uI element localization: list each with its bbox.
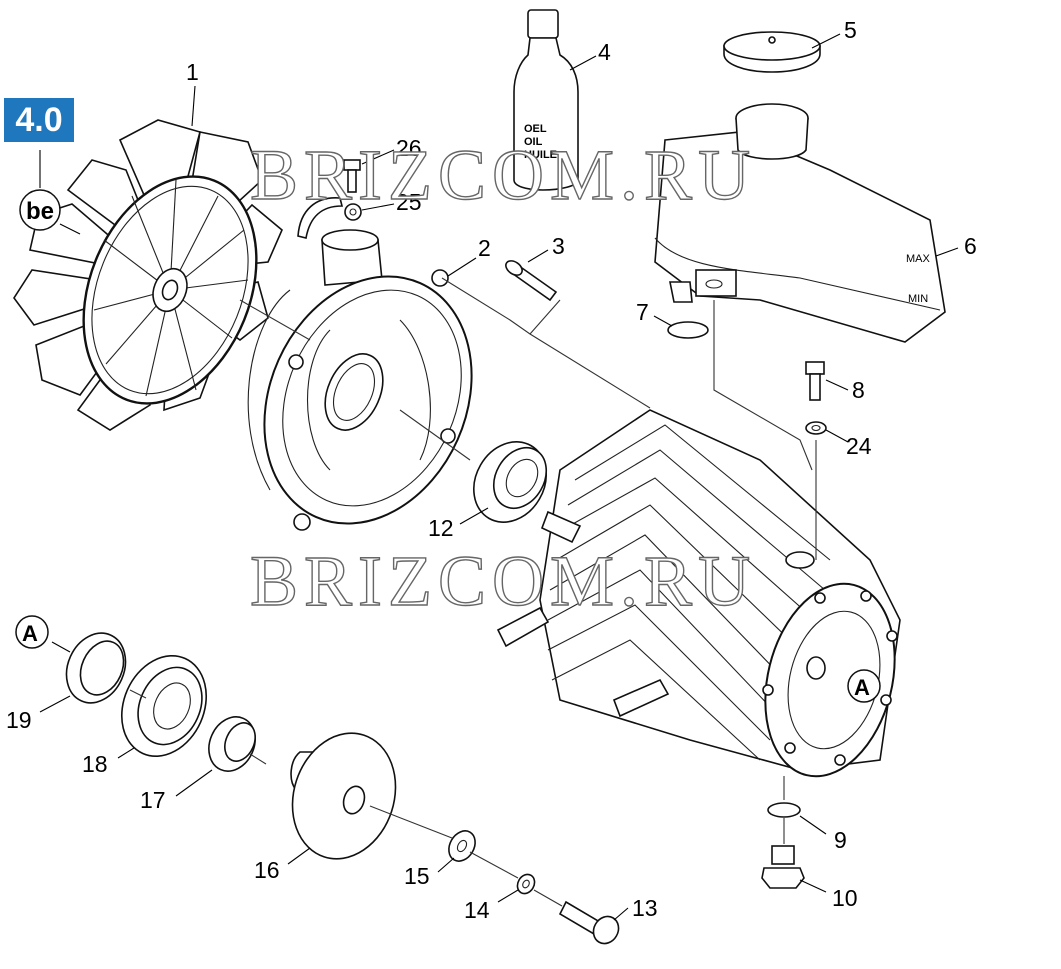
tank-max-mark: MAX [906,253,931,265]
part-labels: 1 2 3 4 5 6 7 8 9 10 12 13 14 15 16 17 1… [6,17,977,923]
label-part-8: 8 [852,377,865,403]
label-part-5: 5 [844,17,857,43]
label-part-2: 2 [478,235,491,261]
label-part-15: 15 [404,863,430,889]
bottle-label-line-1: OEL [524,123,547,135]
label-part-18: 18 [82,751,108,777]
ring-part-19 [65,632,127,704]
label-part-6: 6 [964,233,977,259]
bottle-label-line-2: OIL [524,136,543,148]
motor-flange-part-2 [247,229,473,531]
o-ring-part-7 [667,321,709,339]
label-part-17: 17 [140,787,166,813]
hose-and-screw-parts-25-26 [297,159,362,239]
label-part-24: 24 [846,433,872,459]
fan-part-1 [13,119,283,431]
label-part-25: 25 [396,189,422,215]
oil-bottle-part-4: OEL OIL HUILE [513,9,579,191]
drain-plug-part-10 [761,845,805,889]
label-part-26: 26 [396,135,422,161]
eccentric-disc-part-16 [290,732,397,860]
label-part-3: 3 [552,233,565,259]
screw-and-washer-parts-8-24 [805,361,827,435]
label-part-9: 9 [834,827,847,853]
o-ring-part-9 [767,802,801,818]
label-part-13: 13 [632,895,658,921]
leader-lines [39,33,959,921]
tank-cap-part-5 [723,31,821,73]
seal-part-12 [473,441,548,523]
watermark-top: BRIZCOM.RU [249,134,757,215]
bottle-label-line-3: HUILE [524,149,557,161]
washer-part-15 [448,830,476,862]
label-part-7: 7 [636,299,649,325]
label-part-16: 16 [254,857,280,883]
a-mark-right-text: A [854,675,870,700]
a-mark-left-text: A [22,621,38,646]
bearing-part-18 [120,654,208,758]
label-part-14: 14 [464,897,490,923]
lock-washer-part-14 [516,873,536,895]
oil-tank-part-6: MAX MIN [654,103,946,343]
tank-min-mark: MIN [908,293,928,305]
label-part-19: 19 [6,707,32,733]
a-mark-right: A [847,669,881,703]
bushing-part-17 [208,716,256,772]
label-part-12: 12 [428,515,454,541]
be-mark: be [19,189,61,231]
label-part-10: 10 [832,885,858,911]
bolt-part-3 [505,260,558,302]
be-mark-text: be [26,198,54,225]
section-badge: 4.0 [4,98,74,142]
assembly-lines [129,277,817,907]
watermark-middle: BRIZCOM.RU [249,540,757,621]
label-part-1: 1 [186,59,199,85]
label-part-4: 4 [598,39,611,65]
pump-housing [496,409,901,778]
bolt-part-13 [558,900,620,945]
a-mark-left: A [15,615,49,649]
